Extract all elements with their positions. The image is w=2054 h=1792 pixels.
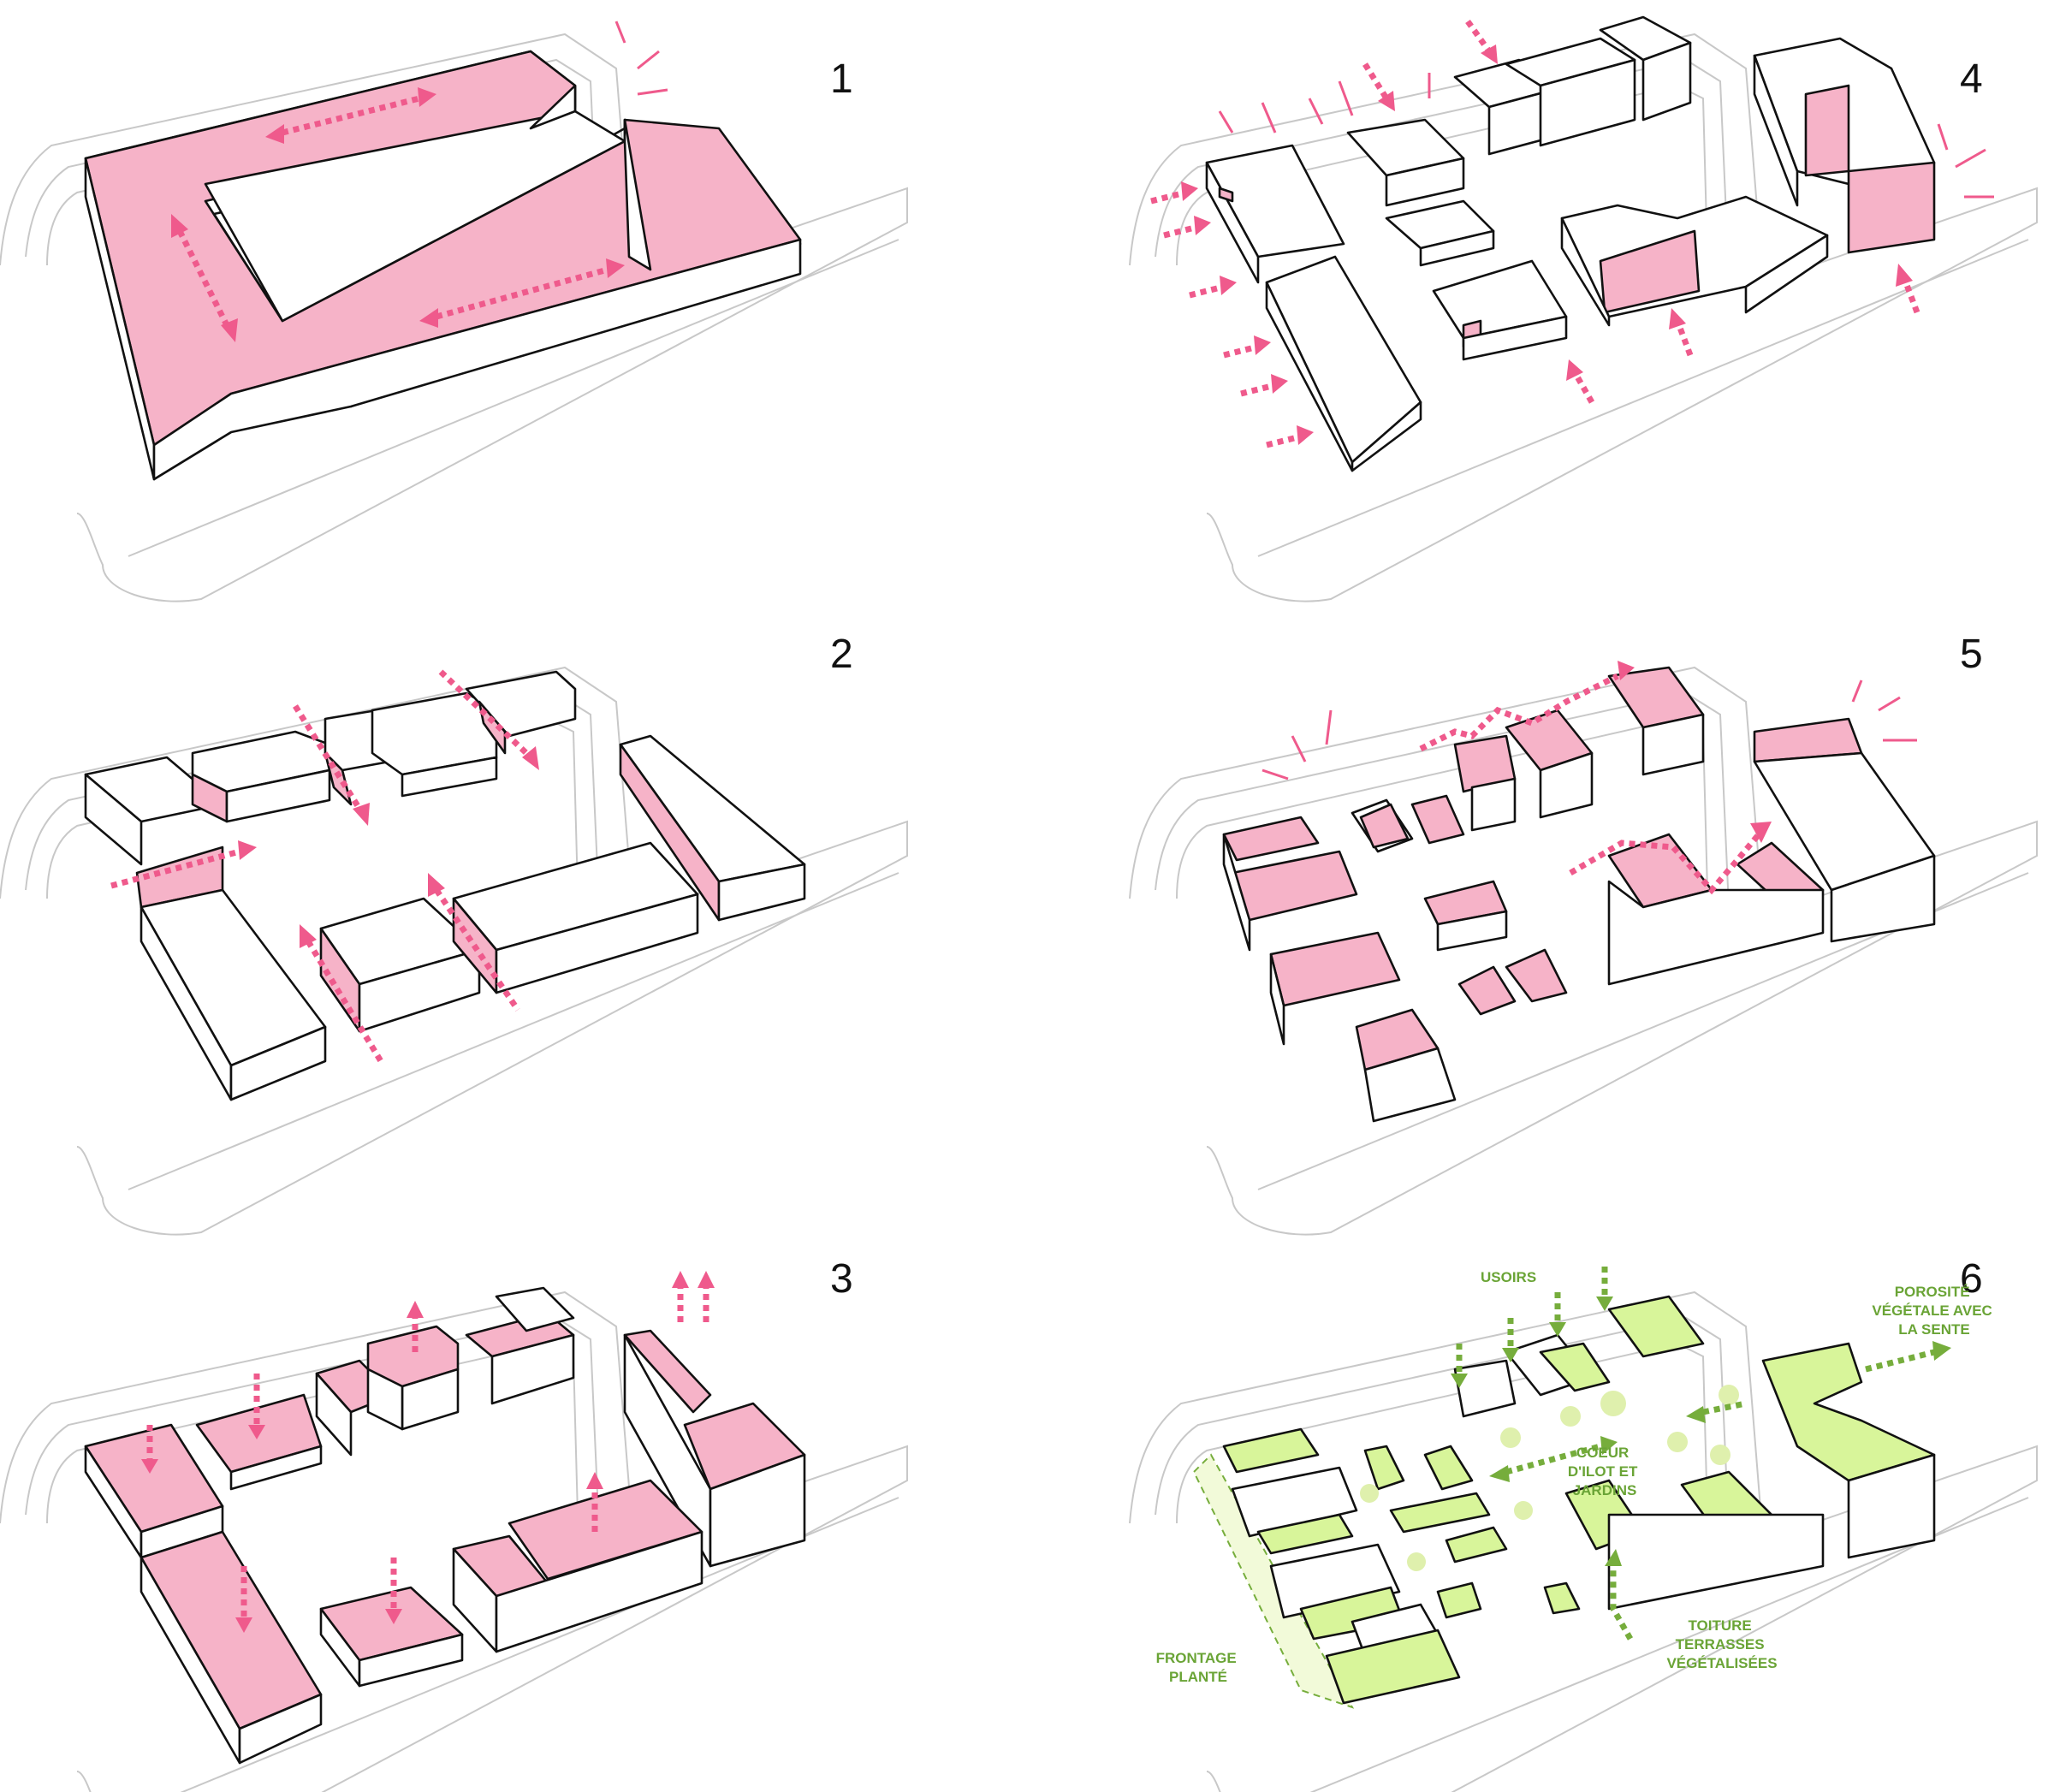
flow-arrows-2 <box>110 669 539 1063</box>
label-porosite-3: LA SENTE <box>1898 1321 1969 1338</box>
sun-rays-5 <box>1261 679 1917 780</box>
label-porosite-1: POROSITÉ <box>1895 1284 1970 1300</box>
label-frontage-1: FRONTAGE <box>1156 1650 1237 1666</box>
trees-6 <box>1360 1385 1739 1571</box>
label-coeur-3: JARDINS <box>1573 1482 1637 1498</box>
panel-number-6: 6 <box>1960 1256 1983 1302</box>
height-arrows-3 <box>141 1271 715 1633</box>
label-coeur-2: D'ILOT ET <box>1568 1463 1638 1480</box>
panel-5: 5 <box>1129 632 2038 1236</box>
sun-rays-4 <box>1218 73 1994 199</box>
panel-6: 6 <box>1129 1256 2038 1792</box>
continuous-perimeter-block <box>84 50 802 481</box>
flow-arrows-1 <box>171 87 625 342</box>
label-coeur-1: COEUR <box>1576 1445 1629 1461</box>
building-typologies-4 <box>1205 15 1936 472</box>
panel-4: 4 <box>1129 15 2038 602</box>
height-variation-blocks-3 <box>84 1286 806 1765</box>
labels-6: USOIRS POROSITÉ VÉGÉTALE AVEC LA SENTE C… <box>1156 1269 1996 1685</box>
panel-number-1: 1 <box>830 56 853 102</box>
green-roof-blocks-6 <box>1222 1295 1936 1705</box>
label-porosite-2: VÉGÉTALE AVEC <box>1872 1302 1992 1319</box>
access-arrows-4 <box>1150 19 1920 448</box>
panel-number-4: 4 <box>1960 56 1983 102</box>
label-toiture-1: TOITURE <box>1688 1617 1751 1634</box>
panel-number-3: 3 <box>830 1256 853 1302</box>
label-frontage-2: PLANTÉ <box>1169 1669 1227 1685</box>
fragmented-blocks-2 <box>84 670 806 1101</box>
svg-text:FRONTAGE PLANTÉ: FRONTAGE PLANTÉ <box>1156 1650 1241 1685</box>
panel-1: 1 <box>0 21 908 602</box>
label-usoirs: USOIRS <box>1481 1269 1536 1285</box>
green-arrows-6 <box>1451 1267 1951 1641</box>
panel-number-5: 5 <box>1960 632 1983 677</box>
svg-text:COEUR D'ILOT ET: COEUR D'ILOT ET JARDINS <box>1568 1445 1641 1498</box>
pitched-roof-blocks-5 <box>1222 666 1936 1123</box>
panel-3: 3 <box>0 1256 908 1792</box>
svg-text:TOITURE TERRASSES: TOITURE TERRASSES VÉGÉTALISÉES <box>1666 1617 1777 1671</box>
panel-number-2: 2 <box>830 632 853 677</box>
panel-2: 2 <box>0 632 908 1236</box>
sun-rays-1 <box>614 21 668 96</box>
svg-text:POROSITÉ VÉGÉTALE AVEC: POROSITÉ VÉGÉTALE AVEC LA SENTE <box>1872 1284 1996 1338</box>
label-toiture-3: VÉGÉTALISÉES <box>1666 1655 1777 1671</box>
svg-text:USOIRS: USOIRS <box>1481 1269 1536 1285</box>
label-toiture-2: TERRASSES <box>1676 1636 1765 1653</box>
flow-arrows-5 <box>1419 661 1772 895</box>
planted-frontage <box>1192 1453 1355 1709</box>
